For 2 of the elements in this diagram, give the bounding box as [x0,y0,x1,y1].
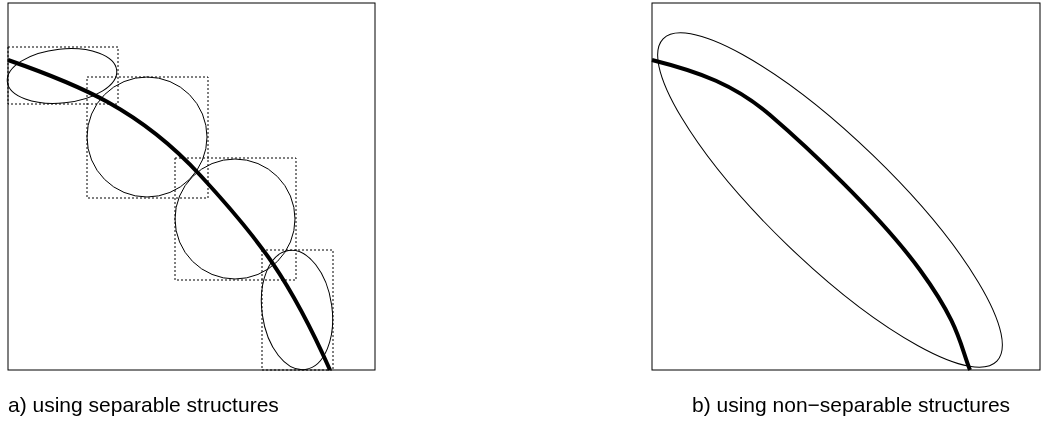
caption: b) using non−separable structures [692,393,1011,417]
caption: a) using separable structures [8,393,279,417]
